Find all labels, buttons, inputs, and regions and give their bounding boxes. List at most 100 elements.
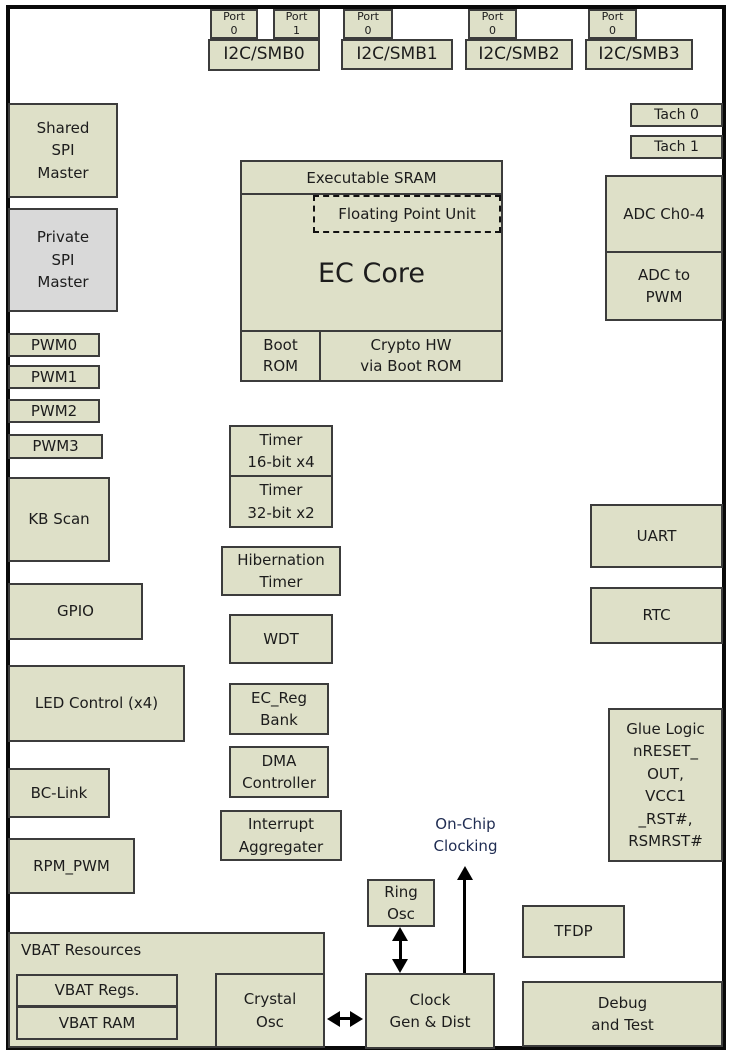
block-label: BC-Link (30, 783, 88, 802)
block-clock-gen-dist: Clock Gen & Dist (365, 973, 495, 1049)
block-label: I2C/SMB2 (478, 43, 560, 64)
block-i2c-smb2: I2C/SMB2 (465, 39, 573, 70)
block-adc-ch0-4: ADC Ch0-4 (605, 175, 723, 253)
block-wdt: WDT (229, 614, 333, 664)
crystal-clock-arrow-line (338, 1017, 353, 1020)
vbat-resources-title: VBAT Resources (21, 941, 142, 959)
block-dma-controller: DMA Controller (229, 746, 329, 798)
block-label: Interrupt Aggregater (238, 815, 324, 856)
block-smb0-port1: Port 1 (273, 9, 320, 39)
block-pwm1: PWM1 (8, 365, 100, 389)
block-bc-link: BC-Link (8, 768, 110, 818)
block-label: Debug and Test (591, 993, 654, 1035)
block-label: KB Scan (28, 510, 90, 529)
block-led-control: LED Control (x4) (8, 665, 185, 742)
block-tach0: Tach 0 (630, 103, 723, 127)
block-label: Tach 0 (654, 106, 699, 123)
block-label: Timer 16-bit x4 (247, 430, 315, 472)
block-label: Crypto HW via Boot ROM (360, 336, 462, 375)
block-vbat-ram: VBAT RAM (16, 1006, 178, 1040)
block-label: RTC (642, 606, 671, 625)
block-rtc: RTC (590, 587, 723, 644)
block-label: VBAT Regs. (54, 981, 140, 1000)
block-crypto-hw: Crypto HW via Boot ROM (321, 332, 501, 380)
block-uart: UART (590, 504, 723, 568)
block-label: PWM2 (30, 401, 78, 420)
port-label: Port 0 (601, 10, 624, 37)
block-i2c-smb3: I2C/SMB3 (585, 39, 693, 70)
block-label: UART (636, 526, 677, 545)
block-label: ADC to PWM (637, 265, 691, 307)
block-pwm3: PWM3 (8, 434, 103, 459)
block-ec-reg-bank: EC_Reg Bank (229, 683, 329, 735)
port-label: Port 0 (481, 10, 504, 37)
block-debug-and-test: Debug and Test (522, 981, 723, 1047)
block-ec-core: EC Core (242, 233, 501, 313)
block-rpm-pwm: RPM_PWM (8, 838, 135, 894)
block-label: VBAT RAM (58, 1013, 136, 1032)
block-label: Hibernation Timer (237, 550, 325, 592)
block-label: Tach 1 (654, 138, 699, 155)
block-label: PWM1 (30, 367, 78, 386)
block-timer-32bit: Timer 32-bit x2 (229, 475, 333, 528)
block-label: Floating Point Unit (338, 205, 476, 223)
crystal-clock-arrowhead-right (350, 1011, 363, 1027)
block-label: EC Core (318, 257, 425, 289)
block-gpio: GPIO (8, 583, 143, 640)
block-smb3-port0: Port 0 (588, 9, 637, 39)
block-pwm2: PWM2 (8, 399, 100, 423)
ring-clock-arrowhead-bottom (392, 959, 408, 973)
block-timer-16bit: Timer 16-bit x4 (229, 425, 333, 477)
block-smb1-port0: Port 0 (343, 9, 393, 39)
block-label: Shared SPI Master (36, 118, 90, 182)
block-floating-point-unit: Floating Point Unit (313, 195, 501, 233)
block-hibernation-timer: Hibernation Timer (221, 546, 341, 596)
block-tfdp: TFDP (522, 905, 625, 958)
block-label: RPM_PWM (33, 856, 110, 875)
clocking-arrow-line (463, 879, 466, 973)
block-smb0-port0: Port 0 (210, 9, 258, 39)
block-label: Crystal Osc (243, 990, 297, 1031)
block-label: I2C/SMB0 (223, 44, 305, 65)
block-label: Timer 32-bit x2 (247, 481, 315, 522)
block-interrupt-aggregater: Interrupt Aggregater (220, 810, 342, 861)
port-label: Port 1 (285, 10, 308, 37)
port-label: Port 0 (357, 10, 379, 37)
block-label: DMA Controller (242, 751, 316, 793)
block-private-spi-master: Private SPI Master (8, 208, 118, 312)
block-tach1: Tach 1 (630, 135, 723, 159)
clocking-up-arrowhead (457, 866, 473, 880)
label-text: On-Chip Clocking (433, 814, 498, 856)
block-label: LED Control (x4) (34, 694, 159, 713)
on-chip-clocking-label: On-Chip Clocking (408, 811, 523, 859)
block-label: ADC Ch0-4 (623, 204, 705, 223)
port-label: Port 0 (223, 10, 245, 37)
crystal-clock-arrowhead-left (327, 1011, 340, 1027)
block-label: PWM0 (30, 335, 78, 354)
block-label: Ring Osc (384, 882, 418, 924)
block-adc-to-pwm: ADC to PWM (605, 251, 723, 321)
block-label: EC_Reg Bank (251, 688, 307, 730)
block-glue-logic: Glue Logic nRESET_ OUT, VCC1 _RST#, RSMR… (608, 708, 723, 862)
block-i2c-smb0: I2C/SMB0 (208, 39, 320, 71)
block-ring-osc: Ring Osc (367, 879, 435, 927)
block-label: I2C/SMB1 (356, 43, 438, 64)
block-executable-sram: Executable SRAM (242, 162, 501, 195)
block-label: Private SPI Master (36, 228, 90, 292)
block-label: Boot ROM (262, 336, 299, 375)
block-ec-core-complex: Executable SRAM Floating Point Unit EC C… (240, 160, 503, 382)
block-label: WDT (263, 629, 299, 648)
ec-bottom-row: Boot ROM Crypto HW via Boot ROM (242, 330, 501, 380)
block-pwm0: PWM0 (8, 333, 100, 357)
block-crystal-osc: Crystal Osc (215, 973, 325, 1048)
block-label: PWM3 (32, 437, 79, 456)
block-label: Executable SRAM (306, 168, 437, 187)
block-label: Glue Logic nRESET_ OUT, VCC1 _RST#, RSMR… (626, 719, 705, 851)
block-label: GPIO (57, 602, 94, 621)
block-label: Clock Gen & Dist (389, 990, 471, 1032)
block-shared-spi-master: Shared SPI Master (8, 103, 118, 198)
block-label: I2C/SMB3 (598, 43, 680, 64)
ring-clock-arrowhead-top (392, 927, 408, 941)
ring-clock-arrow-line (399, 939, 402, 961)
